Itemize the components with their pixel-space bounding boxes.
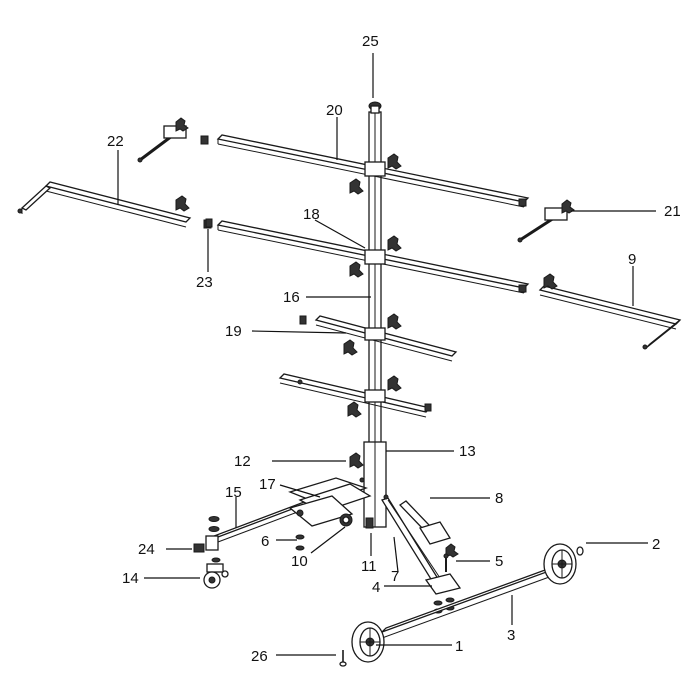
callout-19: 19 [225, 323, 242, 340]
axle-assembly [351, 543, 584, 663]
callout-14: 14 [122, 570, 139, 587]
callout-21: 21 [664, 203, 681, 220]
middle-cross-arm [203, 219, 530, 294]
callout-15: 15 [225, 484, 242, 501]
caster-wheel [203, 563, 229, 589]
short-arm-lower [278, 373, 432, 418]
pin-bar-right [517, 199, 575, 243]
callout-18: 18 [303, 206, 320, 223]
callout-1: 1 [455, 638, 463, 655]
washers [208, 516, 455, 614]
callout-17: 17 [259, 476, 276, 493]
l-bracket-right [538, 273, 682, 350]
pin-bar-left [137, 117, 189, 163]
pin-26 [339, 650, 347, 667]
callout-2: 2 [652, 536, 660, 553]
callout-10: 10 [291, 553, 308, 570]
callout-25: 25 [362, 33, 379, 50]
base-frame [205, 477, 462, 595]
callout-16: 16 [283, 289, 300, 306]
short-arm-upper [299, 315, 458, 362]
l-bracket-left [17, 181, 192, 228]
callout-22: 22 [107, 133, 124, 150]
callout-26: 26 [251, 648, 268, 665]
callout-20: 20 [326, 102, 343, 119]
callout-9: 9 [628, 251, 636, 268]
callout-24: 24 [138, 541, 155, 558]
callout-13: 13 [459, 443, 476, 460]
callout-12: 12 [234, 453, 251, 470]
callout-3: 3 [507, 627, 515, 644]
end-cap-24 [193, 543, 205, 553]
callout-23: 23 [196, 274, 213, 291]
callout-8: 8 [495, 490, 503, 507]
callout-4: 4 [372, 579, 380, 596]
mast-knobs [343, 153, 402, 469]
leader-lines [117, 53, 656, 656]
callout-7: 7 [391, 568, 399, 585]
callout-labels: 25 20 22 21 18 23 9 16 19 13 12 17 8 15 … [107, 33, 681, 665]
callout-11: 11 [361, 558, 377, 575]
callout-6: 6 [261, 533, 269, 550]
upper-cross-arm [200, 134, 530, 208]
clip-23 [205, 218, 213, 228]
base-tube [363, 441, 387, 528]
callout-5: 5 [495, 553, 503, 570]
